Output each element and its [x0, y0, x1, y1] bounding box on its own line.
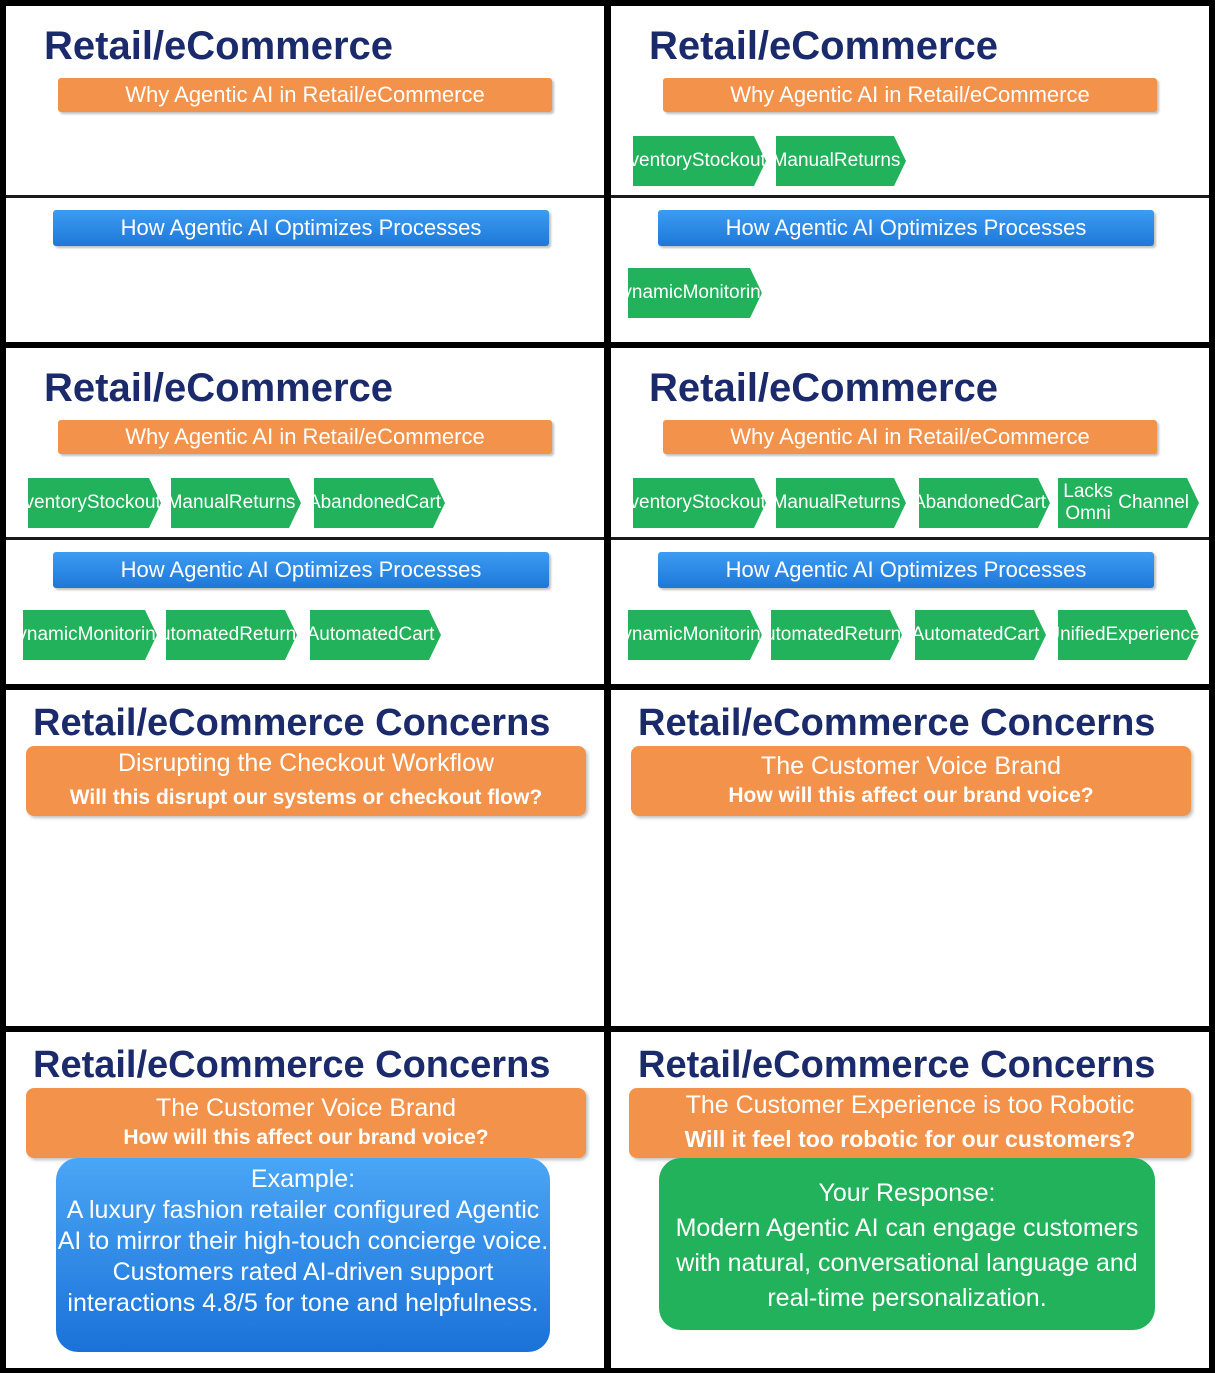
chevron-line: Automated: [911, 624, 1004, 645]
chevron-line: Monitoring: [682, 624, 772, 645]
slide-8: Retail/eCommerce Concerns The Customer E…: [611, 1032, 1209, 1368]
chevron-line: Returns: [228, 492, 296, 513]
slide-title: Retail/eCommerce Concerns: [33, 1044, 551, 1086]
chevron-line: Cart: [398, 624, 435, 645]
chevron-line: Cart: [1010, 492, 1047, 513]
chevron-line: Manual: [771, 150, 834, 171]
chevron-line: Monitoring: [77, 624, 167, 645]
chevron-line: Stockouts: [691, 492, 776, 513]
concern-question: How will this affect our brand voice?: [728, 784, 1094, 807]
why-banner: Why Agentic AI in Retail/eCommerce: [58, 78, 552, 112]
how-banner: How Agentic AI Optimizes Processes: [53, 210, 549, 246]
slide-title: Retail/eCommerce: [649, 366, 999, 410]
how-banner: How Agentic AI Optimizes Processes: [658, 210, 1154, 246]
divider: [611, 195, 1209, 198]
how-banner: How Agentic AI Optimizes Processes: [53, 552, 549, 588]
concern-box: Disrupting the Checkout Workflow Will th…: [26, 746, 586, 816]
chevron-line: Manual: [771, 492, 834, 513]
concern-box: The Customer Voice Brand How will this a…: [26, 1088, 586, 1158]
chevron-line: Dynamic: [611, 282, 683, 303]
concern-question: Will this disrupt our systems or checkou…: [69, 786, 543, 809]
slide-5: Retail/eCommerce Concerns Disrupting the…: [6, 690, 604, 1026]
chevron-line: Returns: [833, 492, 901, 513]
chevron-line: Unified: [1046, 624, 1106, 645]
chevron-line: Experience: [1105, 624, 1201, 645]
chevron-line: Automated: [306, 624, 399, 645]
chevron-line: Inventory: [613, 492, 692, 513]
chevron-line: Returns: [833, 150, 901, 171]
concern-heading: The Customer Voice Brand: [760, 752, 1062, 780]
slide-title: Retail/eCommerce: [44, 24, 394, 68]
example-box: Example: A luxury fashion retailer confi…: [56, 1158, 550, 1352]
concern-question: Will it feel too robotic for our custome…: [684, 1126, 1136, 1152]
chevron-line: Dynamic: [6, 624, 78, 645]
chevron-line: Stockouts: [691, 150, 776, 171]
how-banner: How Agentic AI Optimizes Processes: [658, 552, 1154, 588]
chevron-line: Abandoned: [912, 492, 1011, 513]
chevron-line: Stockouts: [86, 492, 171, 513]
concern-heading: The Customer Experience is too Robotic: [685, 1091, 1135, 1119]
chevron-line: Inventory: [8, 492, 87, 513]
slide-7: Retail/eCommerce Concerns The Customer V…: [6, 1032, 604, 1368]
concern-heading: Disrupting the Checkout Workflow: [117, 749, 495, 777]
chevron-line: Dynamic: [611, 624, 683, 645]
concern-box: The Customer Experience is too Robotic W…: [629, 1088, 1191, 1158]
concern-heading: The Customer Voice Brand: [155, 1094, 457, 1122]
slide-4: Retail/eCommerce Why Agentic AI in Retai…: [611, 348, 1209, 684]
chevron-line: Cart: [405, 492, 442, 513]
slide-title: Retail/eCommerce Concerns: [638, 1044, 1156, 1086]
slide-title: Retail/eCommerce: [649, 24, 999, 68]
response-box: Your Response: Modern Agentic AI can eng…: [659, 1158, 1155, 1330]
divider: [611, 537, 1209, 540]
chevron-line: Automated: [147, 624, 240, 645]
why-banner: Why Agentic AI in Retail/eCommerce: [663, 78, 1157, 112]
slide-1: Retail/eCommerce Why Agentic AI in Retai…: [6, 6, 604, 342]
chevron-line: Abandoned: [307, 492, 406, 513]
chevron-line: Returns: [844, 624, 911, 645]
divider: [6, 195, 604, 198]
slide-3: Retail/eCommerce Why Agentic AI in Retai…: [6, 348, 604, 684]
chevron-line: Channel: [1118, 492, 1189, 513]
chevron-line: Lacks Omni: [1063, 481, 1113, 524]
why-banner: Why Agentic AI in Retail/eCommerce: [663, 420, 1157, 454]
chevron-line: Returns: [239, 624, 306, 645]
slide-2: Retail/eCommerce Why Agentic AI in Retai…: [611, 6, 1209, 342]
chevron-line: Cart: [1003, 624, 1040, 645]
chevron-line: Inventory: [613, 150, 692, 171]
slide-title: Retail/eCommerce Concerns: [33, 702, 551, 744]
chevron-line: Monitoring: [682, 282, 772, 303]
chevron-line: Automated: [752, 624, 845, 645]
why-banner: Why Agentic AI in Retail/eCommerce: [58, 420, 552, 454]
slide-6: Retail/eCommerce Concerns The Customer V…: [611, 690, 1209, 1026]
slide-title: Retail/eCommerce Concerns: [638, 702, 1156, 744]
chevron-line: Manual: [166, 492, 229, 513]
divider: [6, 537, 604, 540]
concern-box: The Customer Voice Brand How will this a…: [631, 746, 1191, 816]
slide-title: Retail/eCommerce: [44, 366, 394, 410]
concern-question: How will this affect our brand voice?: [123, 1126, 489, 1149]
